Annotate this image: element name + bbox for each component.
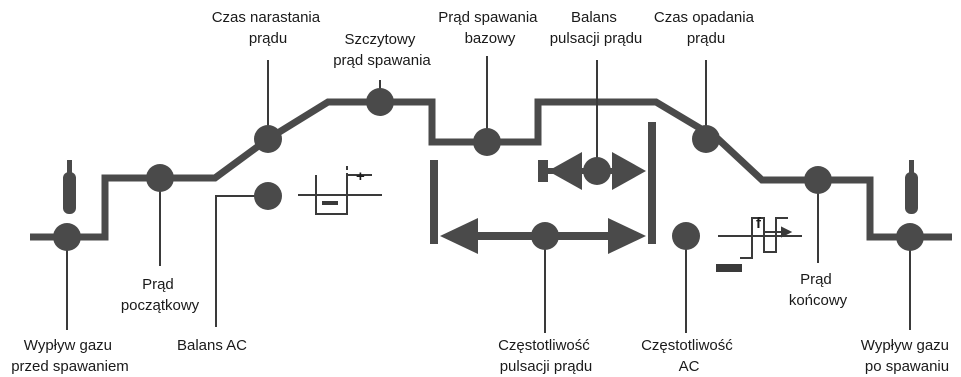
plus-symbol: + [356,168,365,185]
label-pulse-balance: Balans pulsacji prądu [550,9,643,47]
ac-frequency-symbol-icon [716,217,802,272]
label-ac-balance: Balans AC [177,337,247,354]
peak-current-marker [366,88,394,116]
leader-lines [66,56,911,333]
ac-frequency-marker [672,222,700,250]
gas-cylinder-icon-post [905,160,918,214]
label-pulse-frequency: Częstotliwość pulsacji prądu [498,337,594,375]
pulse-frequency-marker [531,222,559,250]
label-peak-current: Szczytowy prąd spawania [333,31,431,69]
gas-pre-flow-marker [53,223,81,251]
end-current-marker [804,166,832,194]
rise-time-marker [254,125,282,153]
label-fall-time: Czas opadania prądu [654,9,758,47]
ac-balance-marker [254,182,282,210]
pulse-balance-marker [583,157,611,185]
label-base-current: Prąd spawania bazowy [438,9,541,47]
label-ac-frequency: Częstotliwość AC [641,337,737,375]
fall-time-marker [692,125,720,153]
start-current-marker [146,164,174,192]
label-gas-pre-flow: Wypływ gazu przed spawaniem [11,337,129,375]
label-start-current: Prąd początkowy [121,276,200,314]
ac-balance-symbol-icon [298,166,382,215]
frequency-symbol: f [756,215,762,232]
gas-post-flow-marker [896,223,924,251]
label-gas-post-flow: Wypływ gazu po spawaniu [861,337,953,375]
label-end-current: Prąd końcowy [789,271,848,309]
label-rise-time: Czas narastania prądu [212,9,325,47]
base-current-marker [473,128,501,156]
gas-cylinder-icon-pre [63,160,76,214]
